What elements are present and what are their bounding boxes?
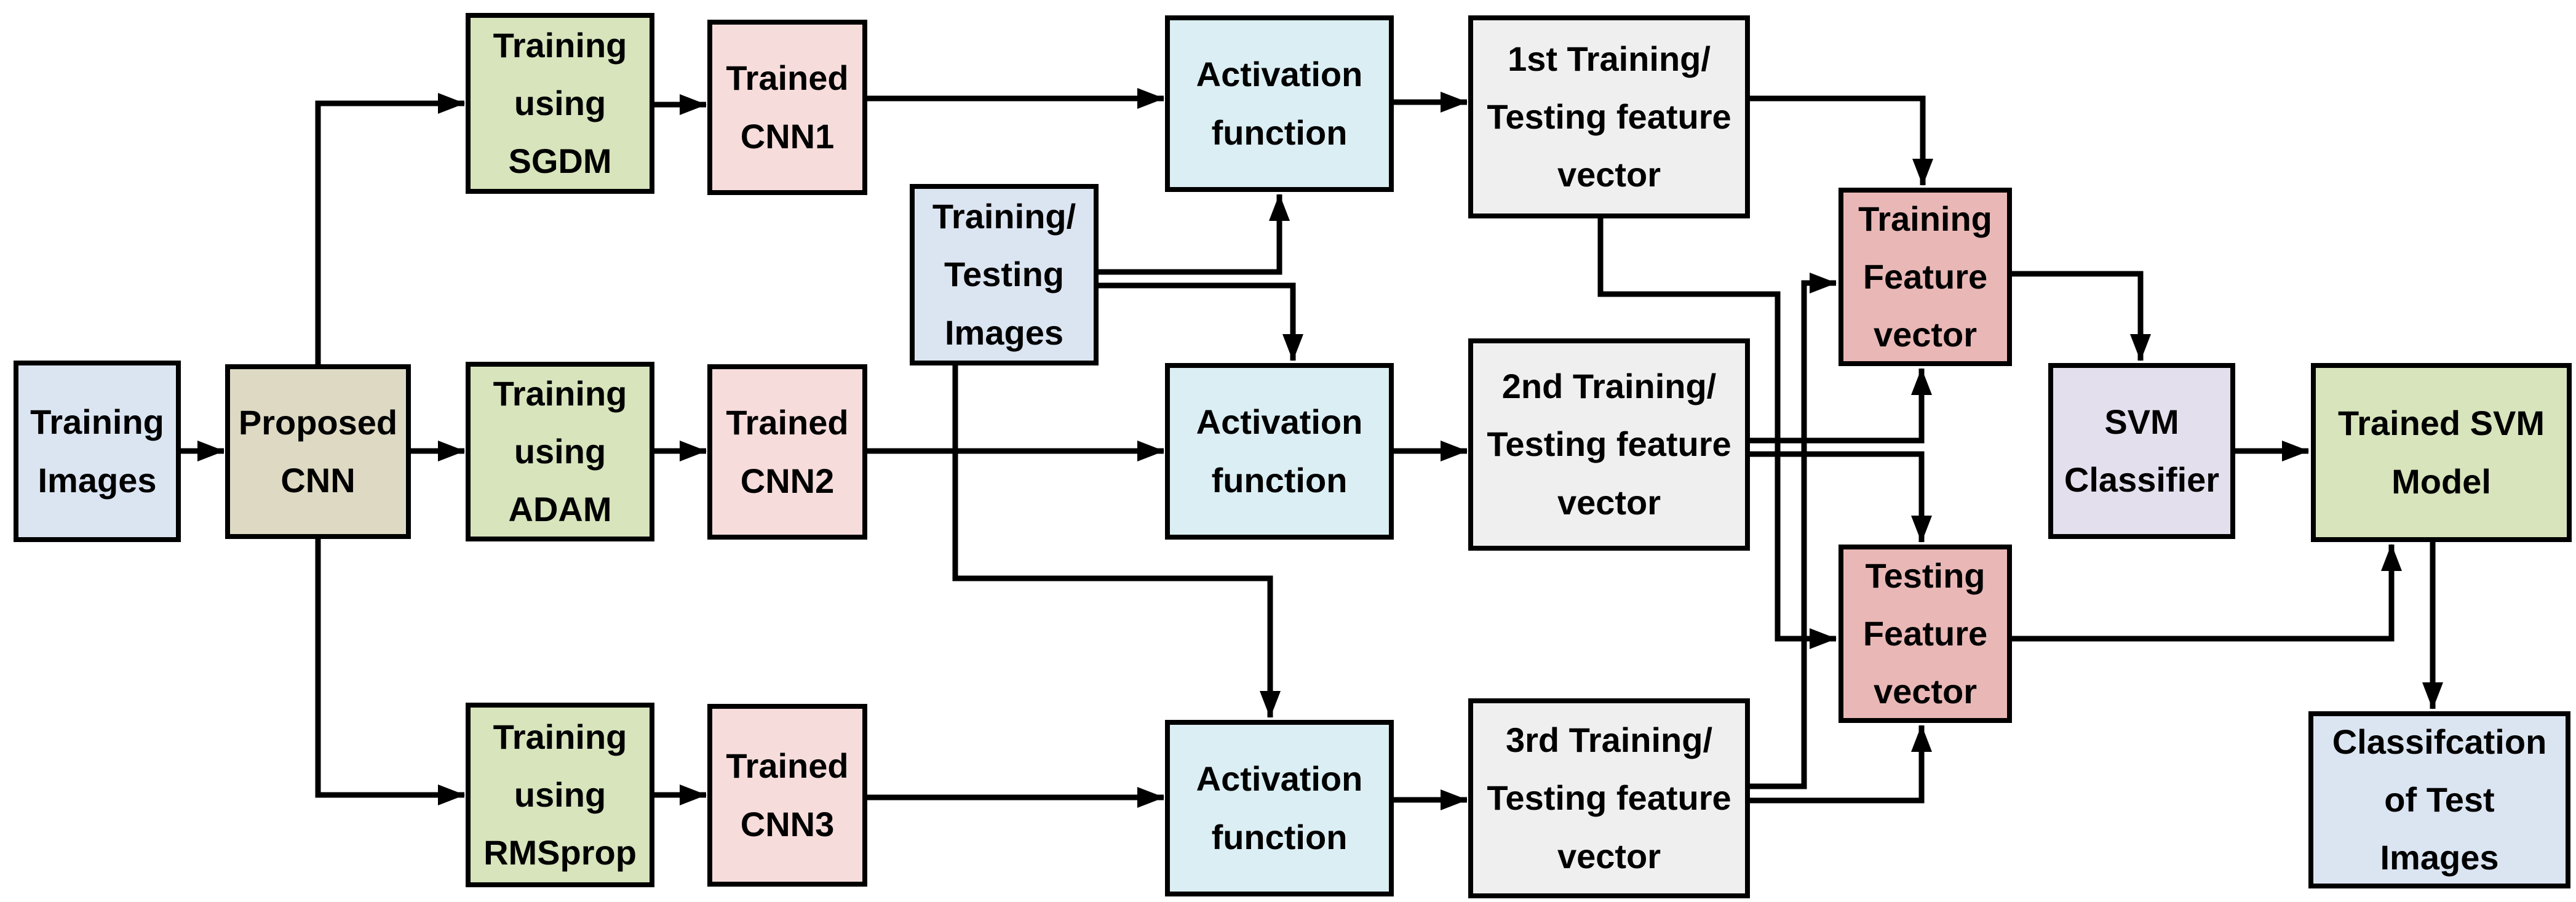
node-training-sgdm-label-line: using bbox=[514, 83, 606, 122]
node-training-rmsprop-label-line: Training bbox=[493, 717, 627, 756]
node-training-images-label-line: Images bbox=[38, 460, 157, 500]
node-training-images-label-line: Training bbox=[30, 402, 164, 442]
edge-feature-vector-1-to-training-feature-vector bbox=[1750, 95, 1933, 186]
node-trained-cnn2-label-line: Trained bbox=[726, 403, 849, 442]
node-feature-vector-3-label-line: Testing feature bbox=[1487, 778, 1731, 818]
node-trained-cnn3-label-line: Trained bbox=[726, 746, 849, 786]
node-feature-vector-1: 1st Training/Testing feature vector bbox=[1468, 15, 1750, 218]
edge-feature-vector-2-to-training-feature-vector bbox=[1750, 368, 1932, 444]
node-activation-3-label-line: Activation bbox=[1196, 759, 1363, 799]
node-trained-svm-model-label-line: Model bbox=[2391, 461, 2491, 501]
node-trained-cnn1-label-line: Trained bbox=[726, 58, 849, 98]
edge-testing-feature-vector-to-trained-svm-model bbox=[2012, 544, 2402, 642]
node-activation-3-label-line: function bbox=[1211, 817, 1348, 856]
node-trained-svm-model-label-line: Trained SVM bbox=[2337, 404, 2545, 443]
node-activation-2-label-line: Activation bbox=[1196, 402, 1363, 442]
edge-feature-vector-2-to-testing-feature-vector bbox=[1750, 451, 1932, 543]
node-activation-1-label-line: function bbox=[1211, 113, 1348, 152]
node-activation-2-label-line: function bbox=[1211, 460, 1348, 500]
edge-feature-vector-1-to-testing-feature-vector bbox=[1597, 218, 1837, 649]
node-training-sgdm-label-line: Training bbox=[493, 25, 627, 65]
node-feature-vector-1-label-line: vector bbox=[1557, 155, 1661, 194]
node-feature-vector-1-label-line: Testing feature bbox=[1487, 97, 1731, 136]
node-classification-label-line: Classifcation bbox=[2332, 722, 2547, 761]
node-svm-classifier-label-line: Classifier bbox=[2064, 460, 2220, 499]
edge-feature-vector-3-to-training-feature-vector bbox=[1750, 273, 1837, 789]
node-feature-vector-2-label-line: vector bbox=[1557, 482, 1661, 522]
node-trained-cnn2-label-line: CNN2 bbox=[740, 461, 835, 500]
node-trained-cnn3-label-line: CNN3 bbox=[740, 804, 835, 844]
node-classification-label-line: of Test bbox=[2384, 780, 2495, 819]
edge-feature-vector-3-to-testing-feature-vector bbox=[1750, 725, 1932, 804]
node-training-rmsprop-label-line: using bbox=[514, 775, 606, 814]
node-training-rmsprop-label-line: RMSprop bbox=[483, 833, 637, 872]
node-tt-images-label-line: Images bbox=[945, 313, 1063, 352]
node-testing-feature-vector-label-line: Testing bbox=[1865, 556, 1986, 595]
node-tt-images-label-line: Training/ bbox=[932, 197, 1076, 236]
edge-proposed-cnn-to-training-sgdm bbox=[315, 93, 465, 364]
node-training-feature-vector-label-line: Feature bbox=[1862, 257, 1988, 296]
node-training-adam-label-line: using bbox=[514, 431, 606, 471]
node-trained-cnn1-label-line: CNN1 bbox=[740, 116, 835, 156]
node-feature-vector-3-label-line: 3rd Training/ bbox=[1505, 720, 1713, 760]
node-training-feature-vector-label-line: Training bbox=[1858, 199, 1992, 238]
node-svm-classifier: SVM Classifier bbox=[2048, 363, 2235, 539]
node-feature-vector-2: 2nd Training/Testing feature vector bbox=[1468, 338, 1750, 551]
node-feature-vector-3: 3rd Training/Testing feature vector bbox=[1468, 698, 1750, 898]
node-activation-1-label-line: Activation bbox=[1196, 55, 1363, 94]
node-activation-2: Activation function bbox=[1165, 363, 1394, 540]
node-classification-label-line: Images bbox=[2380, 838, 2499, 877]
node-training-adam-label-line: ADAM bbox=[508, 490, 612, 529]
edge-tt-images-to-activation-1 bbox=[1099, 194, 1290, 275]
edge-tt-images-to-activation-2 bbox=[1099, 282, 1303, 361]
node-proposed-cnn-label-line: Proposed bbox=[238, 402, 398, 442]
node-feature-vector-2-label-line: Testing feature bbox=[1487, 425, 1731, 464]
node-activation-1: Activation function bbox=[1165, 15, 1394, 192]
node-feature-vector-1-label-line: 1st Training/ bbox=[1508, 39, 1711, 78]
edge-proposed-cnn-to-training-rmsprop bbox=[315, 539, 465, 805]
node-proposed-cnn-label-line: CNN bbox=[280, 461, 356, 500]
node-feature-vector-3-label-line: vector bbox=[1557, 836, 1661, 876]
edge-training-feature-vector-to-svm-classifier bbox=[2012, 271, 2151, 361]
node-feature-vector-2-label-line: 2nd Training/ bbox=[1501, 367, 1717, 406]
edge-tt-images-to-activation-3 bbox=[952, 365, 1281, 718]
node-svm-classifier-label-line: SVM bbox=[2104, 402, 2179, 441]
node-trained-svm-model: Trained SVM Model bbox=[2311, 363, 2572, 542]
node-tt-images-label-line: Testing bbox=[944, 255, 1064, 294]
node-activation-3: Activation function bbox=[1165, 720, 1394, 896]
node-training-sgdm-label-line: SGDM bbox=[508, 142, 612, 181]
node-testing-feature-vector-label-line: vector bbox=[1873, 672, 1978, 711]
node-testing-feature-vector-label-line: Feature bbox=[1862, 613, 1988, 653]
node-training-adam-label-line: Training bbox=[493, 373, 627, 413]
node-training-feature-vector-label-line: vector bbox=[1873, 315, 1978, 354]
